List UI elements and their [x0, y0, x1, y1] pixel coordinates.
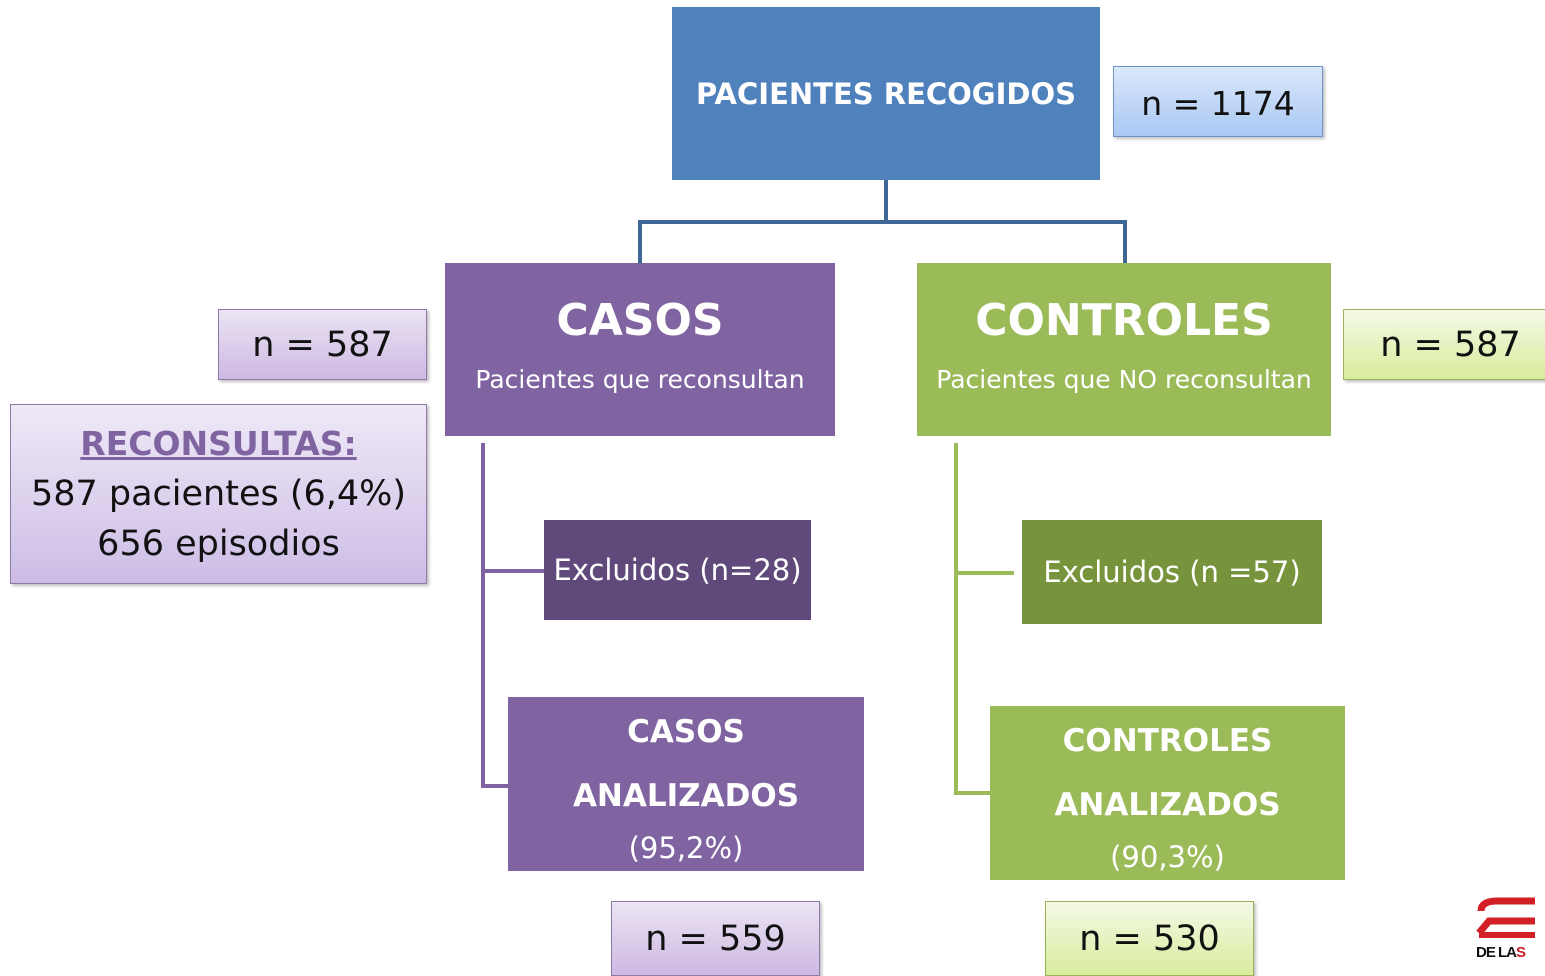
casos-analizados-line1: CASOS	[627, 714, 745, 750]
controles-title: CONTROLES	[975, 295, 1273, 346]
controles-excluidos-box: Excluidos (n =57)	[1022, 520, 1322, 624]
reconsultas-episodios: 656 episodios	[97, 524, 340, 564]
reconsultas-title: RECONSULTAS:	[80, 424, 357, 463]
controles-analizados-pct: (90,3%)	[1110, 840, 1225, 874]
n-controles-box: n = 587	[1343, 309, 1545, 380]
controles-subtitle: Pacientes que NO reconsultan	[936, 365, 1312, 394]
n-controles-analizados-box: n = 530	[1045, 901, 1254, 976]
reconsultas-box: RECONSULTAS: 587 pacientes (6,4%) 656 ep…	[10, 404, 427, 584]
logo-text-dark: DE LA	[1476, 944, 1517, 961]
pacientes-recogidos-label: PACIENTES RECOGIDOS	[695, 76, 1077, 111]
n-casos-box: n = 587	[218, 309, 427, 380]
casos-analizados-line2: ANALIZADOS	[572, 778, 800, 814]
reconsultas-pacientes: 587 pacientes (6,4%)	[30, 474, 407, 514]
casos-excluidos-label: Excluidos (n=28)	[553, 553, 802, 587]
pacientes-recogidos-box: PACIENTES RECOGIDOS	[672, 7, 1100, 180]
top-bracket-connector	[638, 180, 1127, 263]
n-casos-analizados-box: n = 559	[611, 901, 820, 976]
casos-box: CASOS Pacientes que reconsultan	[445, 263, 835, 436]
controles-analizados-box: CONTROLES ANALIZADOS (90,3%)	[990, 706, 1345, 880]
n-casos-analizados-value: n = 559	[645, 918, 786, 959]
n-total-value: n = 1174	[1141, 84, 1295, 123]
n-casos-value: n = 587	[252, 324, 393, 365]
logo-text: DE LAS	[1476, 944, 1526, 961]
casos-excluidos-box: Excluidos (n=28)	[544, 520, 811, 620]
logo-text-red: S	[1516, 944, 1526, 961]
casos-subtitle: Pacientes que reconsultan	[475, 365, 805, 394]
n-controles-analizados-value: n = 530	[1079, 918, 1220, 959]
n-total-box: n = 1174	[1113, 66, 1323, 137]
controles-tree-connector	[954, 443, 1014, 795]
n-controles-value: n = 587	[1380, 324, 1521, 365]
controles-box: CONTROLES Pacientes que NO reconsultan	[917, 263, 1331, 436]
controles-analizados-line2: ANALIZADOS	[1054, 787, 1281, 823]
casos-analizados-pct: (95,2%)	[628, 831, 744, 865]
casos-analizados-box: CASOS ANALIZADOS (95,2%)	[508, 697, 864, 871]
controles-analizados-line1: CONTROLES	[1062, 723, 1273, 759]
controles-excluidos-label: Excluidos (n =57)	[1043, 555, 1301, 589]
congress-logo-icon	[1476, 897, 1535, 938]
casos-tree-connector	[481, 443, 544, 788]
casos-title: CASOS	[556, 295, 724, 346]
